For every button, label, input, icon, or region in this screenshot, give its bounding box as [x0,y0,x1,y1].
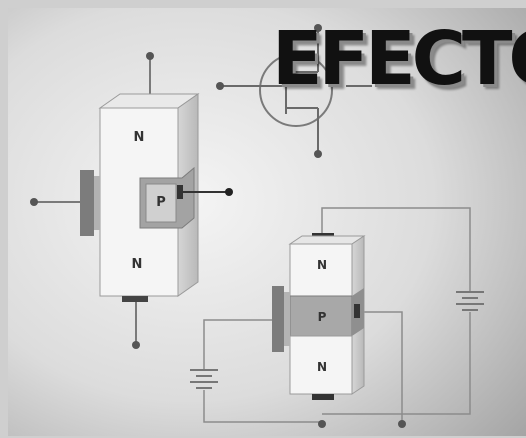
left-bottom-circuit-wire [203,390,322,423]
t1-top-region-label: N [134,130,145,145]
t1-top-terminal [146,52,154,60]
t1-left-plate [80,170,94,236]
t1-left-terminal [30,198,38,206]
gate-circuit-wire [356,311,403,424]
t1-bottom-region-label: N [132,257,143,272]
t1-bottom-contact [122,296,148,302]
page-title: EFECTO [272,16,526,102]
jfet-symbol-circle [259,53,333,127]
left-circuit-wire [203,319,272,370]
battery-left [190,369,218,389]
t2-middle-region-label: P [318,310,327,324]
gate-circuit-terminal [398,420,406,428]
t1-bottom-terminal [132,341,140,349]
transistor-2: N P N [272,233,366,400]
t2-gate-contact [354,304,360,318]
right-circuit-wire [322,312,471,415]
t2-left-plate [272,286,284,352]
top-circuit-wire [321,207,471,292]
t1-gate-contact [177,185,183,199]
t1-gate-region-label: P [156,195,166,210]
t1-gate-terminal [225,188,233,196]
jfet-schematic-symbol [216,24,372,158]
t2-bottom-region-label: N [317,360,327,374]
t2-top-region-label: N [317,258,327,272]
battery-right [456,291,484,311]
transistor-1: N P N [30,52,233,349]
t2-bottom-contact [312,394,334,400]
circuit-wiring [203,207,471,424]
t2-p-region [289,295,353,337]
bottom-circuit-terminal [318,420,326,428]
